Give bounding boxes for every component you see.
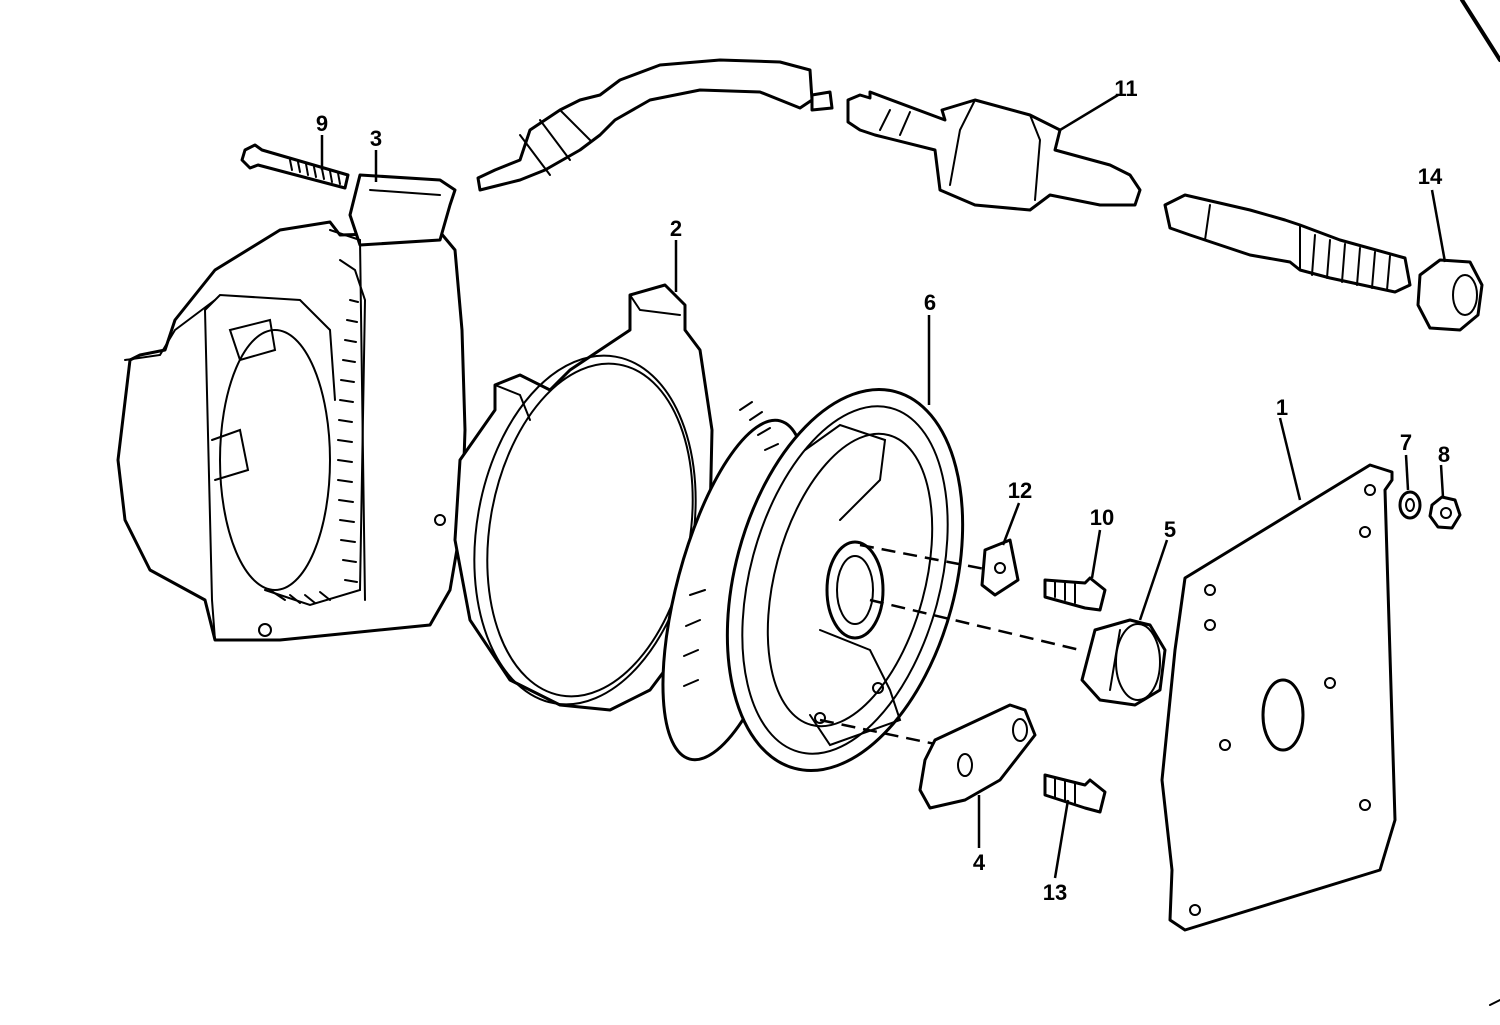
label-part-6: 6 bbox=[924, 290, 936, 315]
label-part-12: 12 bbox=[1008, 478, 1032, 503]
label-part-8: 8 bbox=[1438, 442, 1450, 467]
assembly-axis-lines bbox=[819, 543, 1081, 747]
label-part-14: 14 bbox=[1418, 164, 1443, 189]
part-10-screw bbox=[1043, 576, 1107, 612]
part-13-screw bbox=[1043, 773, 1107, 814]
part-4-brake-shoe bbox=[918, 703, 1037, 810]
part-labels: 1 2 3 4 5 6 7 8 9 10 11 12 13 14 bbox=[316, 76, 1450, 905]
threaded-shaft bbox=[1163, 193, 1412, 294]
part-8-nut bbox=[1428, 495, 1462, 530]
label-part-1: 1 bbox=[1276, 395, 1288, 420]
label-part-10: 10 bbox=[1090, 505, 1114, 530]
part-3-gear-housing bbox=[116, 173, 467, 642]
part-14-nut bbox=[1416, 258, 1484, 332]
part-11-coupling-shaft bbox=[846, 90, 1142, 212]
part-6-gear-drum bbox=[661, 388, 965, 772]
part-9-bolt bbox=[240, 143, 350, 190]
label-part-5: 5 bbox=[1164, 517, 1176, 542]
label-part-4: 4 bbox=[973, 850, 986, 875]
part-7-washer bbox=[1398, 490, 1422, 520]
label-part-11: 11 bbox=[1114, 76, 1137, 101]
part-1-mounting-plate bbox=[1160, 463, 1397, 932]
part-12-key-plate bbox=[980, 538, 1020, 597]
label-part-3: 3 bbox=[370, 126, 382, 151]
label-part-9: 9 bbox=[316, 111, 328, 136]
label-part-7: 7 bbox=[1400, 430, 1412, 455]
cable-assembly bbox=[476, 58, 834, 192]
label-part-2: 2 bbox=[670, 216, 682, 241]
corner-mark bbox=[1460, 0, 1500, 1006]
leader-lines bbox=[320, 93, 1447, 879]
part-5-splined-hub bbox=[1080, 618, 1167, 707]
label-part-13: 13 bbox=[1043, 880, 1067, 905]
